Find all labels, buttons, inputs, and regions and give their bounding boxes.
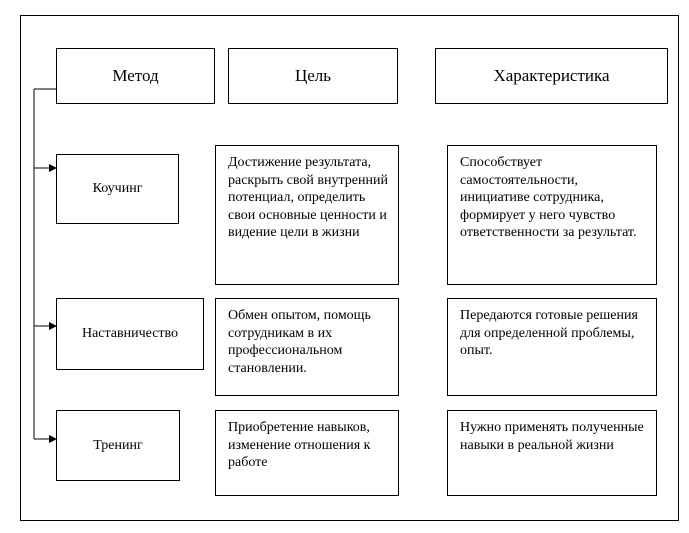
goal-coaching-text: Достижение результата, раскрыть свой вну…	[228, 155, 388, 240]
goal-training: Приобретение навыков, изменение отношени…	[215, 410, 399, 496]
characteristic-coaching: Способствует самостоятельности, инициати…	[447, 145, 657, 285]
method-training-label: Тренинг	[93, 437, 143, 453]
characteristic-training: Нужно применять полученные навыки в реал…	[447, 410, 657, 496]
header-method: Метод	[56, 48, 215, 104]
header-goal-label: Цель	[294, 66, 332, 85]
method-mentoring-label: Наставничество	[81, 326, 179, 341]
goal-coaching: Достижение результата, раскрыть свой вну…	[215, 145, 399, 285]
header-characteristic: Характеристика	[435, 48, 668, 104]
goal-training-text: Приобретение навыков, изменение отношени…	[228, 420, 371, 470]
characteristic-coaching-text: Способствует самостоятельности, инициати…	[460, 155, 637, 240]
characteristic-training-text: Нужно применять полученные навыки в реал…	[460, 420, 644, 453]
method-coaching: Коучинг	[56, 154, 179, 224]
method-mentoring: Наставничество	[56, 298, 204, 370]
diagram-frame	[20, 15, 679, 521]
header-goal: Цель	[228, 48, 398, 104]
method-coaching-label: Коучинг	[92, 181, 143, 196]
method-training: Тренинг	[56, 410, 180, 481]
characteristic-mentoring-text: Передаются готовые решения для определен…	[460, 308, 638, 358]
header-characteristic-label: Характеристика	[493, 66, 610, 85]
header-method-label: Метод	[112, 66, 159, 85]
goal-mentoring-text: Обмен опытом, помощь сотрудникам в их пр…	[228, 308, 371, 376]
characteristic-mentoring: Передаются готовые решения для определен…	[447, 298, 657, 396]
goal-mentoring: Обмен опытом, помощь сотрудникам в их пр…	[215, 298, 399, 396]
